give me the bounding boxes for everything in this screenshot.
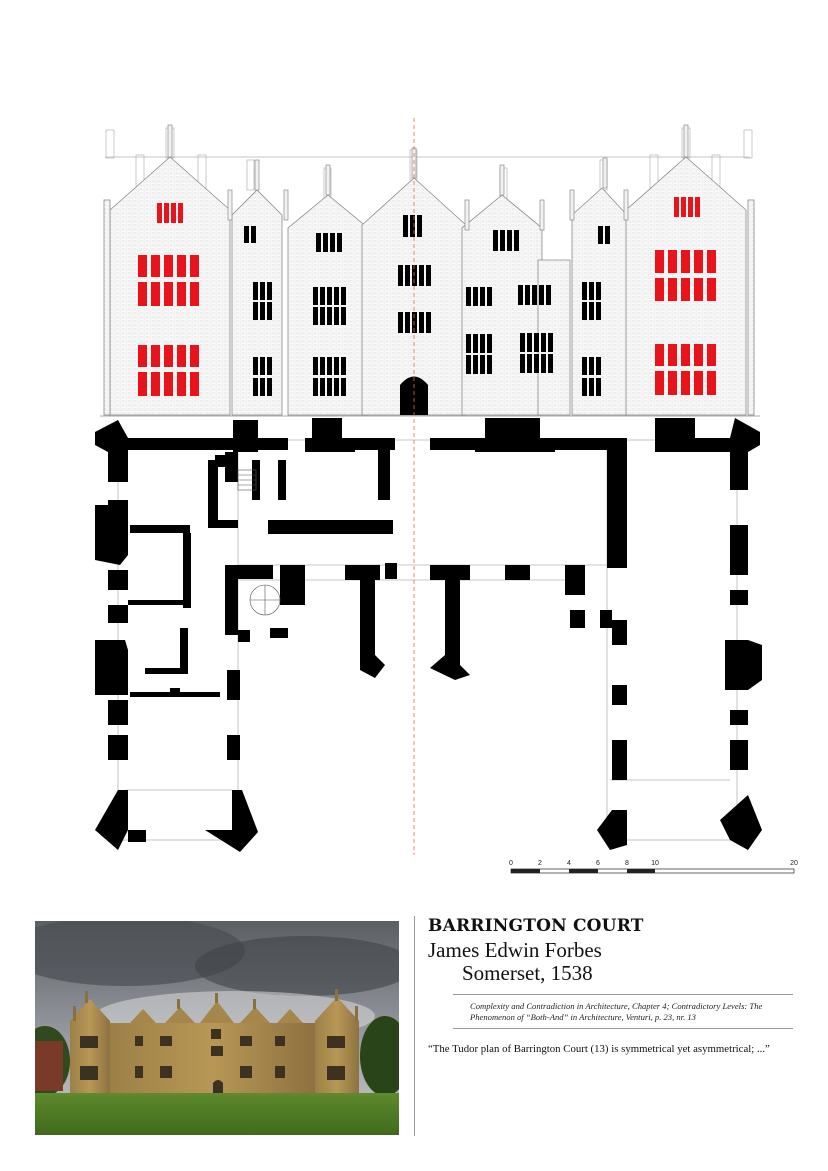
scale-tick-label: 10 bbox=[651, 860, 659, 867]
ground-floor-plan bbox=[95, 418, 762, 852]
venturi-quote: “The Tudor plan of Barrington Court (13)… bbox=[428, 1043, 770, 1055]
highlight-windows-right bbox=[655, 197, 716, 395]
photo-building bbox=[70, 989, 359, 1096]
building-photograph bbox=[35, 921, 399, 1135]
plan-walls bbox=[95, 418, 762, 852]
caption-divider bbox=[414, 916, 415, 1136]
pinnacles bbox=[167, 124, 689, 231]
architect-name: James Edwin Forbes bbox=[428, 938, 602, 962]
south-elevation bbox=[100, 124, 760, 417]
location-date: Somerset, 1538 bbox=[462, 961, 593, 985]
scale-tick-label: 6 bbox=[596, 860, 600, 867]
scale-tick-label: 20 bbox=[790, 860, 798, 867]
building-title: BARRINGTON COURT bbox=[428, 916, 644, 936]
scale-tick-label: 2 bbox=[538, 860, 542, 867]
stair-lines bbox=[237, 469, 281, 616]
scale-tick-label: 4 bbox=[567, 860, 571, 867]
caption-rule-top bbox=[453, 994, 793, 995]
caption-rule-bottom bbox=[453, 1028, 793, 1029]
scale-bar: 0 2 4 6 8 10 20 bbox=[509, 860, 798, 874]
source-citation: Complexity and Contradiction in Architec… bbox=[470, 1001, 763, 1022]
architectural-drawing bbox=[95, 118, 762, 855]
scale-tick-label: 8 bbox=[625, 860, 629, 867]
highlight-windows-left bbox=[138, 203, 199, 396]
scale-tick-label: 0 bbox=[509, 860, 513, 867]
black-windows bbox=[244, 215, 610, 415]
